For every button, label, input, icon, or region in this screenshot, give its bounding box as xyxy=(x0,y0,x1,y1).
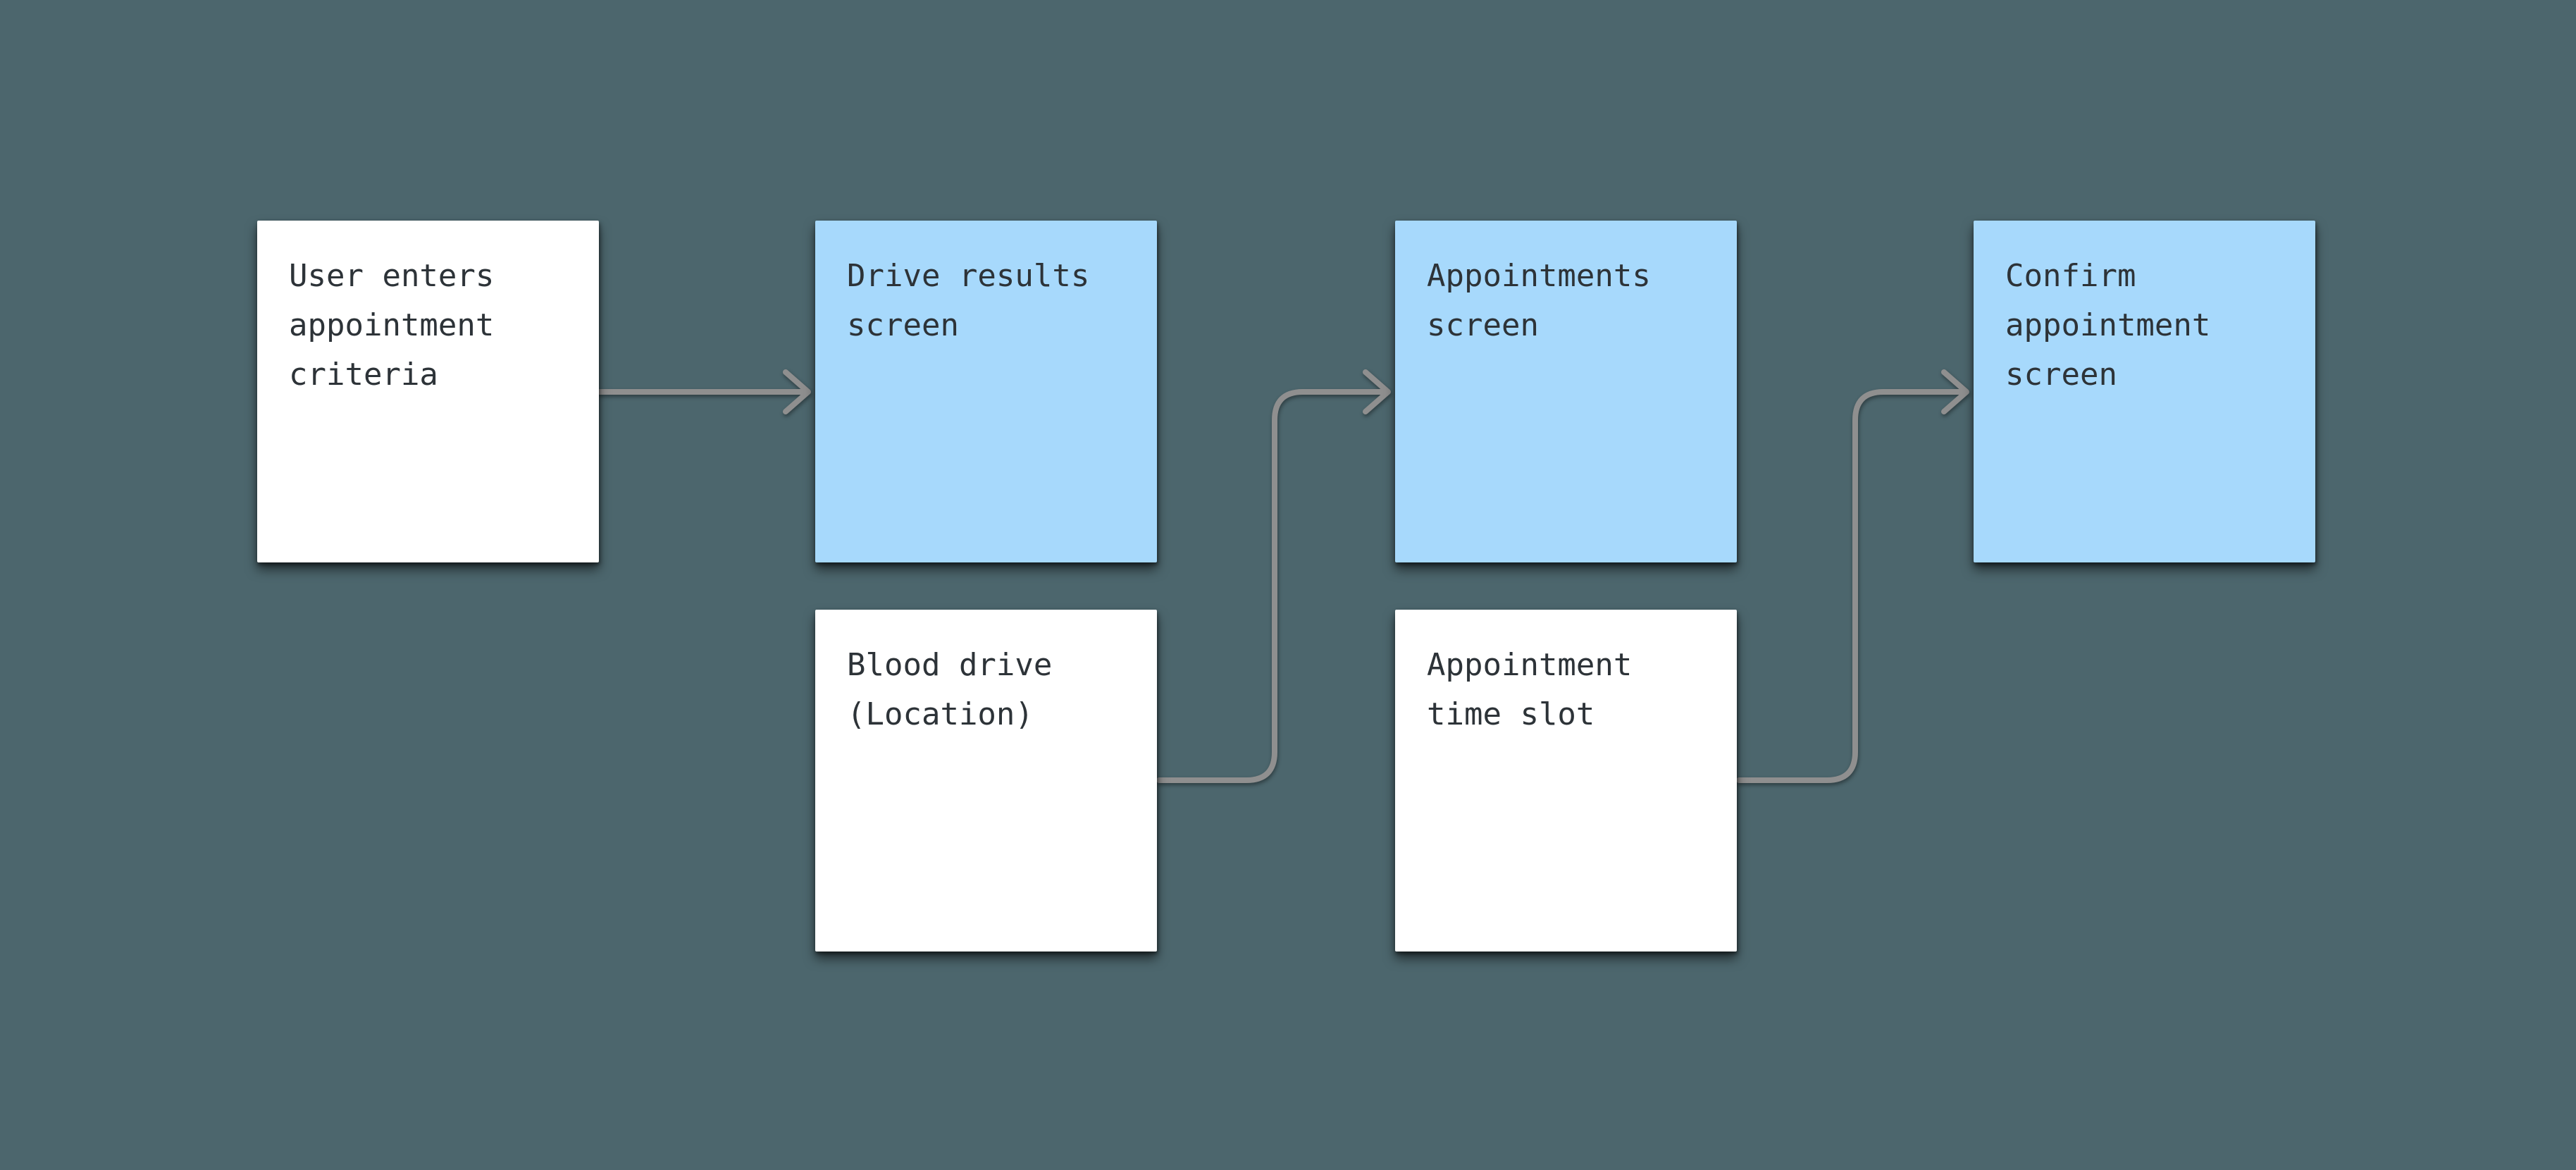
node-user-enters-appointment-criteria[interactable]: User enters appointment criteria xyxy=(257,221,599,562)
connector-line[interactable] xyxy=(1156,389,1388,783)
node-label: Blood drive (Location) xyxy=(847,647,1053,732)
connector-line[interactable] xyxy=(1736,389,1967,783)
arrow-head-icon xyxy=(783,369,811,414)
arrow-head-icon xyxy=(1941,369,1969,414)
node-confirm-appointment-screen[interactable]: Confirm appointment screen xyxy=(1974,221,2315,562)
connector-time-slot-to-confirm[interactable] xyxy=(1736,369,1969,783)
arrow-head-icon xyxy=(1363,369,1391,414)
node-appointment-time-slot[interactable]: Appointment time slot xyxy=(1395,610,1737,952)
connector-blood-drive-to-appointments[interactable] xyxy=(1156,369,1391,783)
node-appointments-screen[interactable]: Appointments screen xyxy=(1395,221,1737,562)
node-label: Appointments screen xyxy=(1427,258,1651,343)
connector-user-criteria-to-drive-results[interactable] xyxy=(596,369,811,414)
node-label: Confirm appointment screen xyxy=(2005,258,2211,393)
node-blood-drive-location[interactable]: Blood drive (Location) xyxy=(815,610,1157,952)
node-label: Drive results screen xyxy=(847,258,1090,343)
node-drive-results-screen[interactable]: Drive results screen xyxy=(815,221,1157,562)
node-label: Appointment time slot xyxy=(1427,647,1633,732)
node-label: User enters appointment criteria xyxy=(289,258,495,393)
